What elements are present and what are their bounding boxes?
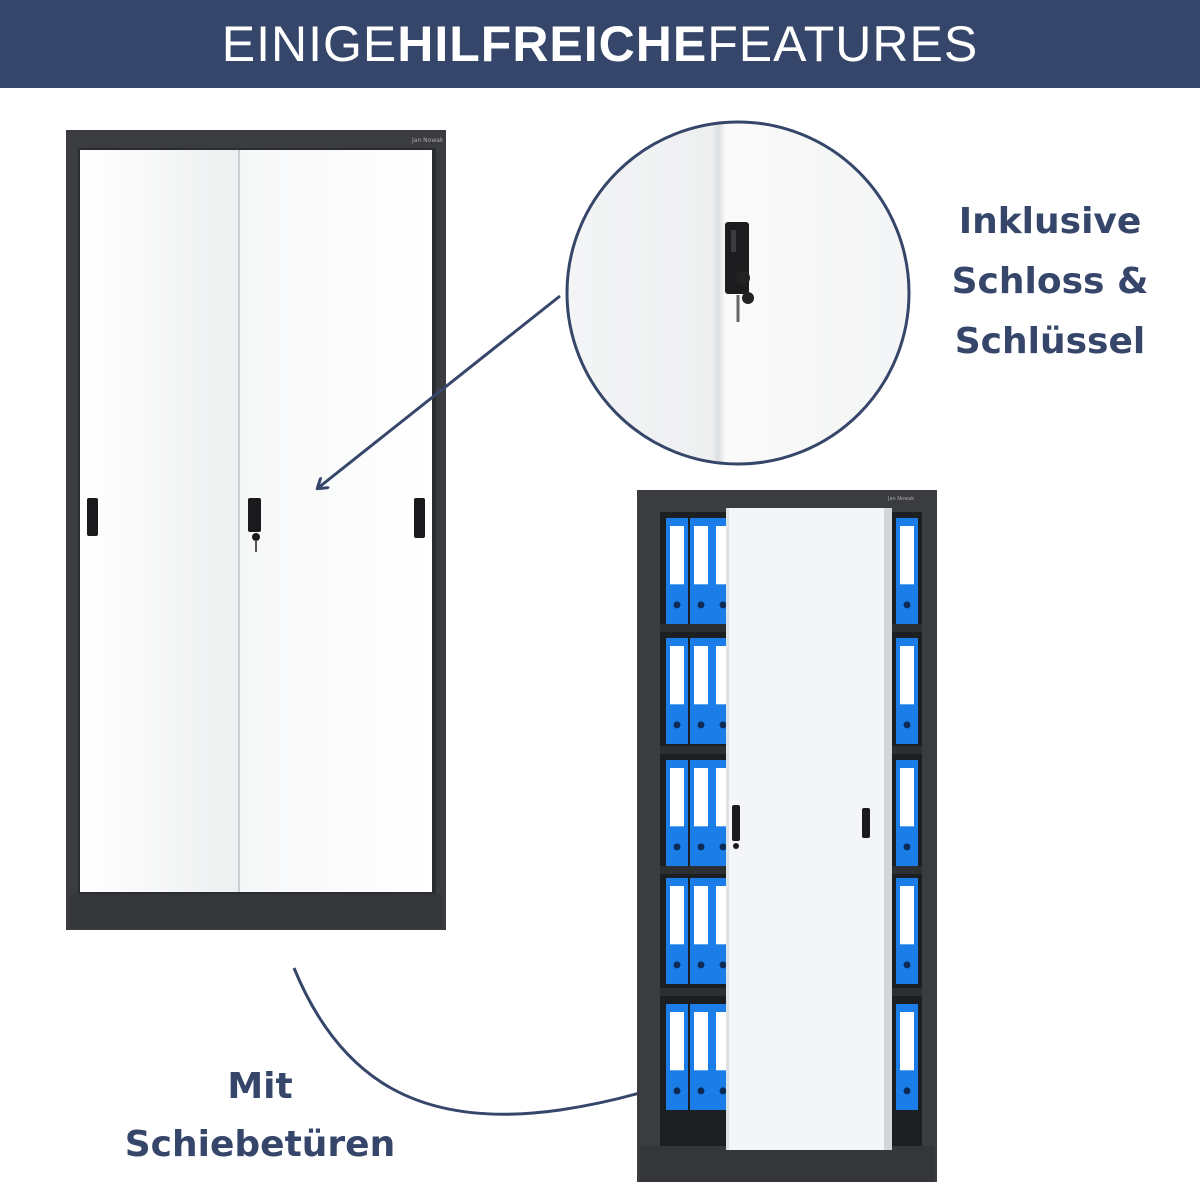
open-cabinet: Jan Nowak [637,490,937,1182]
binder [666,1004,688,1110]
binder [666,638,688,744]
binder [666,878,688,984]
binder [690,760,712,866]
header-title-part2: FEATURES [707,16,979,72]
brand-label: Jan Nowak [411,137,444,144]
feature-lock-line-3: Schlüssel [954,321,1146,362]
door-handle-right [414,498,425,538]
feature-lock-line-2: Schloss & [951,261,1149,302]
header-title-bold: HILFREICHE [397,16,708,72]
brand-label-small: Jan Nowak [887,496,914,502]
binder [896,1004,918,1110]
binder [666,518,688,624]
feature-lock-text: Inklusive Schloss & Schlüssel [930,192,1170,372]
binder [896,638,918,744]
lock-icon [248,498,261,552]
right-sliding-door [238,150,432,892]
key-icon [742,292,754,304]
binder [896,518,918,624]
cabinet-base [640,1146,934,1182]
door-handle-left [87,498,98,536]
lock-zoom-circle [565,120,911,466]
binder [896,878,918,984]
binder [666,760,688,866]
feature-sliding-text: Mit Schiebetüren [95,1058,425,1174]
left-sliding-door [80,150,250,892]
header-banner: EINIGE HILFREICHE FEATURES [0,0,1200,88]
arrow-lock [318,294,561,488]
binder [896,760,918,866]
header-title-part1: EINIGE [221,16,398,72]
closed-cabinet: Jan Nowak [66,130,446,930]
binder [690,878,712,984]
sliding-door-open [726,508,886,1150]
cabinet-base [70,894,442,928]
feature-sliding-line-1: Mit [227,1066,293,1107]
binder [690,638,712,744]
feature-lock-line-1: Inklusive [958,201,1142,242]
lock-icon [732,805,740,841]
feature-sliding-line-2: Schiebetüren [124,1124,396,1165]
binder [690,1004,712,1110]
door-handle [862,808,870,838]
binder [690,518,712,624]
